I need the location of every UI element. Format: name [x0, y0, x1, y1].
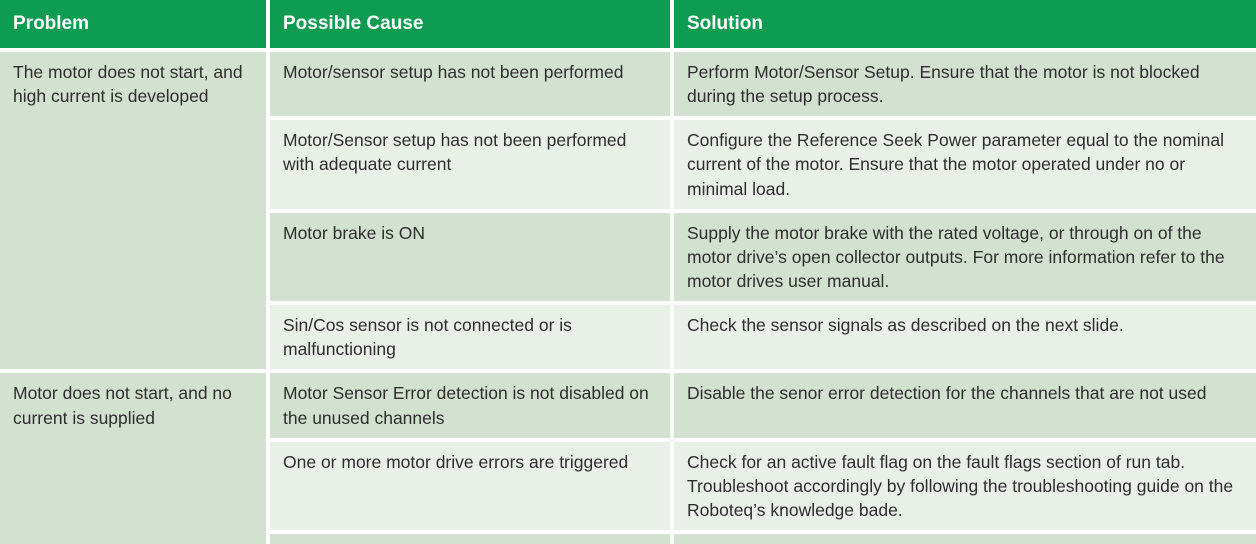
cause-cell: Motor/Sensor setup has not been performe… [266, 116, 674, 213]
solution-cell: Check for an active fault flag on the fa… [670, 437, 1256, 535]
problem-cell: The motor does not start, and high curre… [0, 47, 270, 374]
table-header-row: Problem Possible Cause Solution [0, 0, 1256, 52]
cause-cell: Sin/Cos sensor is not connected or is ma… [266, 301, 674, 374]
table-row: Motor/Sensor setup has not been performe… [0, 116, 1256, 213]
table-row: Motor does not start, and no current is … [0, 369, 1256, 544]
table-row: One or more motor drive errors are trigg… [0, 437, 1256, 535]
solution-cell: Configure the Reference Seek Power param… [670, 116, 1256, 213]
column-header-possible-cause: Possible Cause [266, 0, 674, 52]
cause-cell: Motor Sensor Error detection is not disa… [266, 369, 674, 442]
cause-cell: One or more motor drive errors are trigg… [266, 437, 674, 535]
cause-cell: Watchdog timer expires as soon as the mo… [266, 530, 674, 544]
cause-cell: Motor/sensor setup has not been performe… [266, 47, 674, 121]
solution-cell: Supply the motor brake with the rated vo… [670, 208, 1256, 306]
table-body: The motor does not start, and high curre… [0, 47, 1256, 544]
solution-cell: Check the sensor signals as described on… [670, 301, 1256, 374]
problem-cell: Motor does not start, and no current is … [0, 369, 270, 544]
table-row: Watchdog timer expires as soon as the mo… [0, 530, 1256, 544]
table-row: Sin/Cos sensor is not connected or is ma… [0, 301, 1256, 374]
cause-cell: Motor brake is ON [266, 208, 674, 306]
solution-cell: Disable the senor error detection for th… [670, 369, 1256, 442]
column-header-problem: Problem [0, 0, 270, 52]
column-header-solution: Solution [670, 0, 1256, 52]
solution-cell: Configure the watchdog timer with a high… [670, 530, 1256, 544]
solution-cell: Perform Motor/Sensor Setup. Ensure that … [670, 47, 1256, 121]
table-row: The motor does not start, and high curre… [0, 47, 1256, 374]
